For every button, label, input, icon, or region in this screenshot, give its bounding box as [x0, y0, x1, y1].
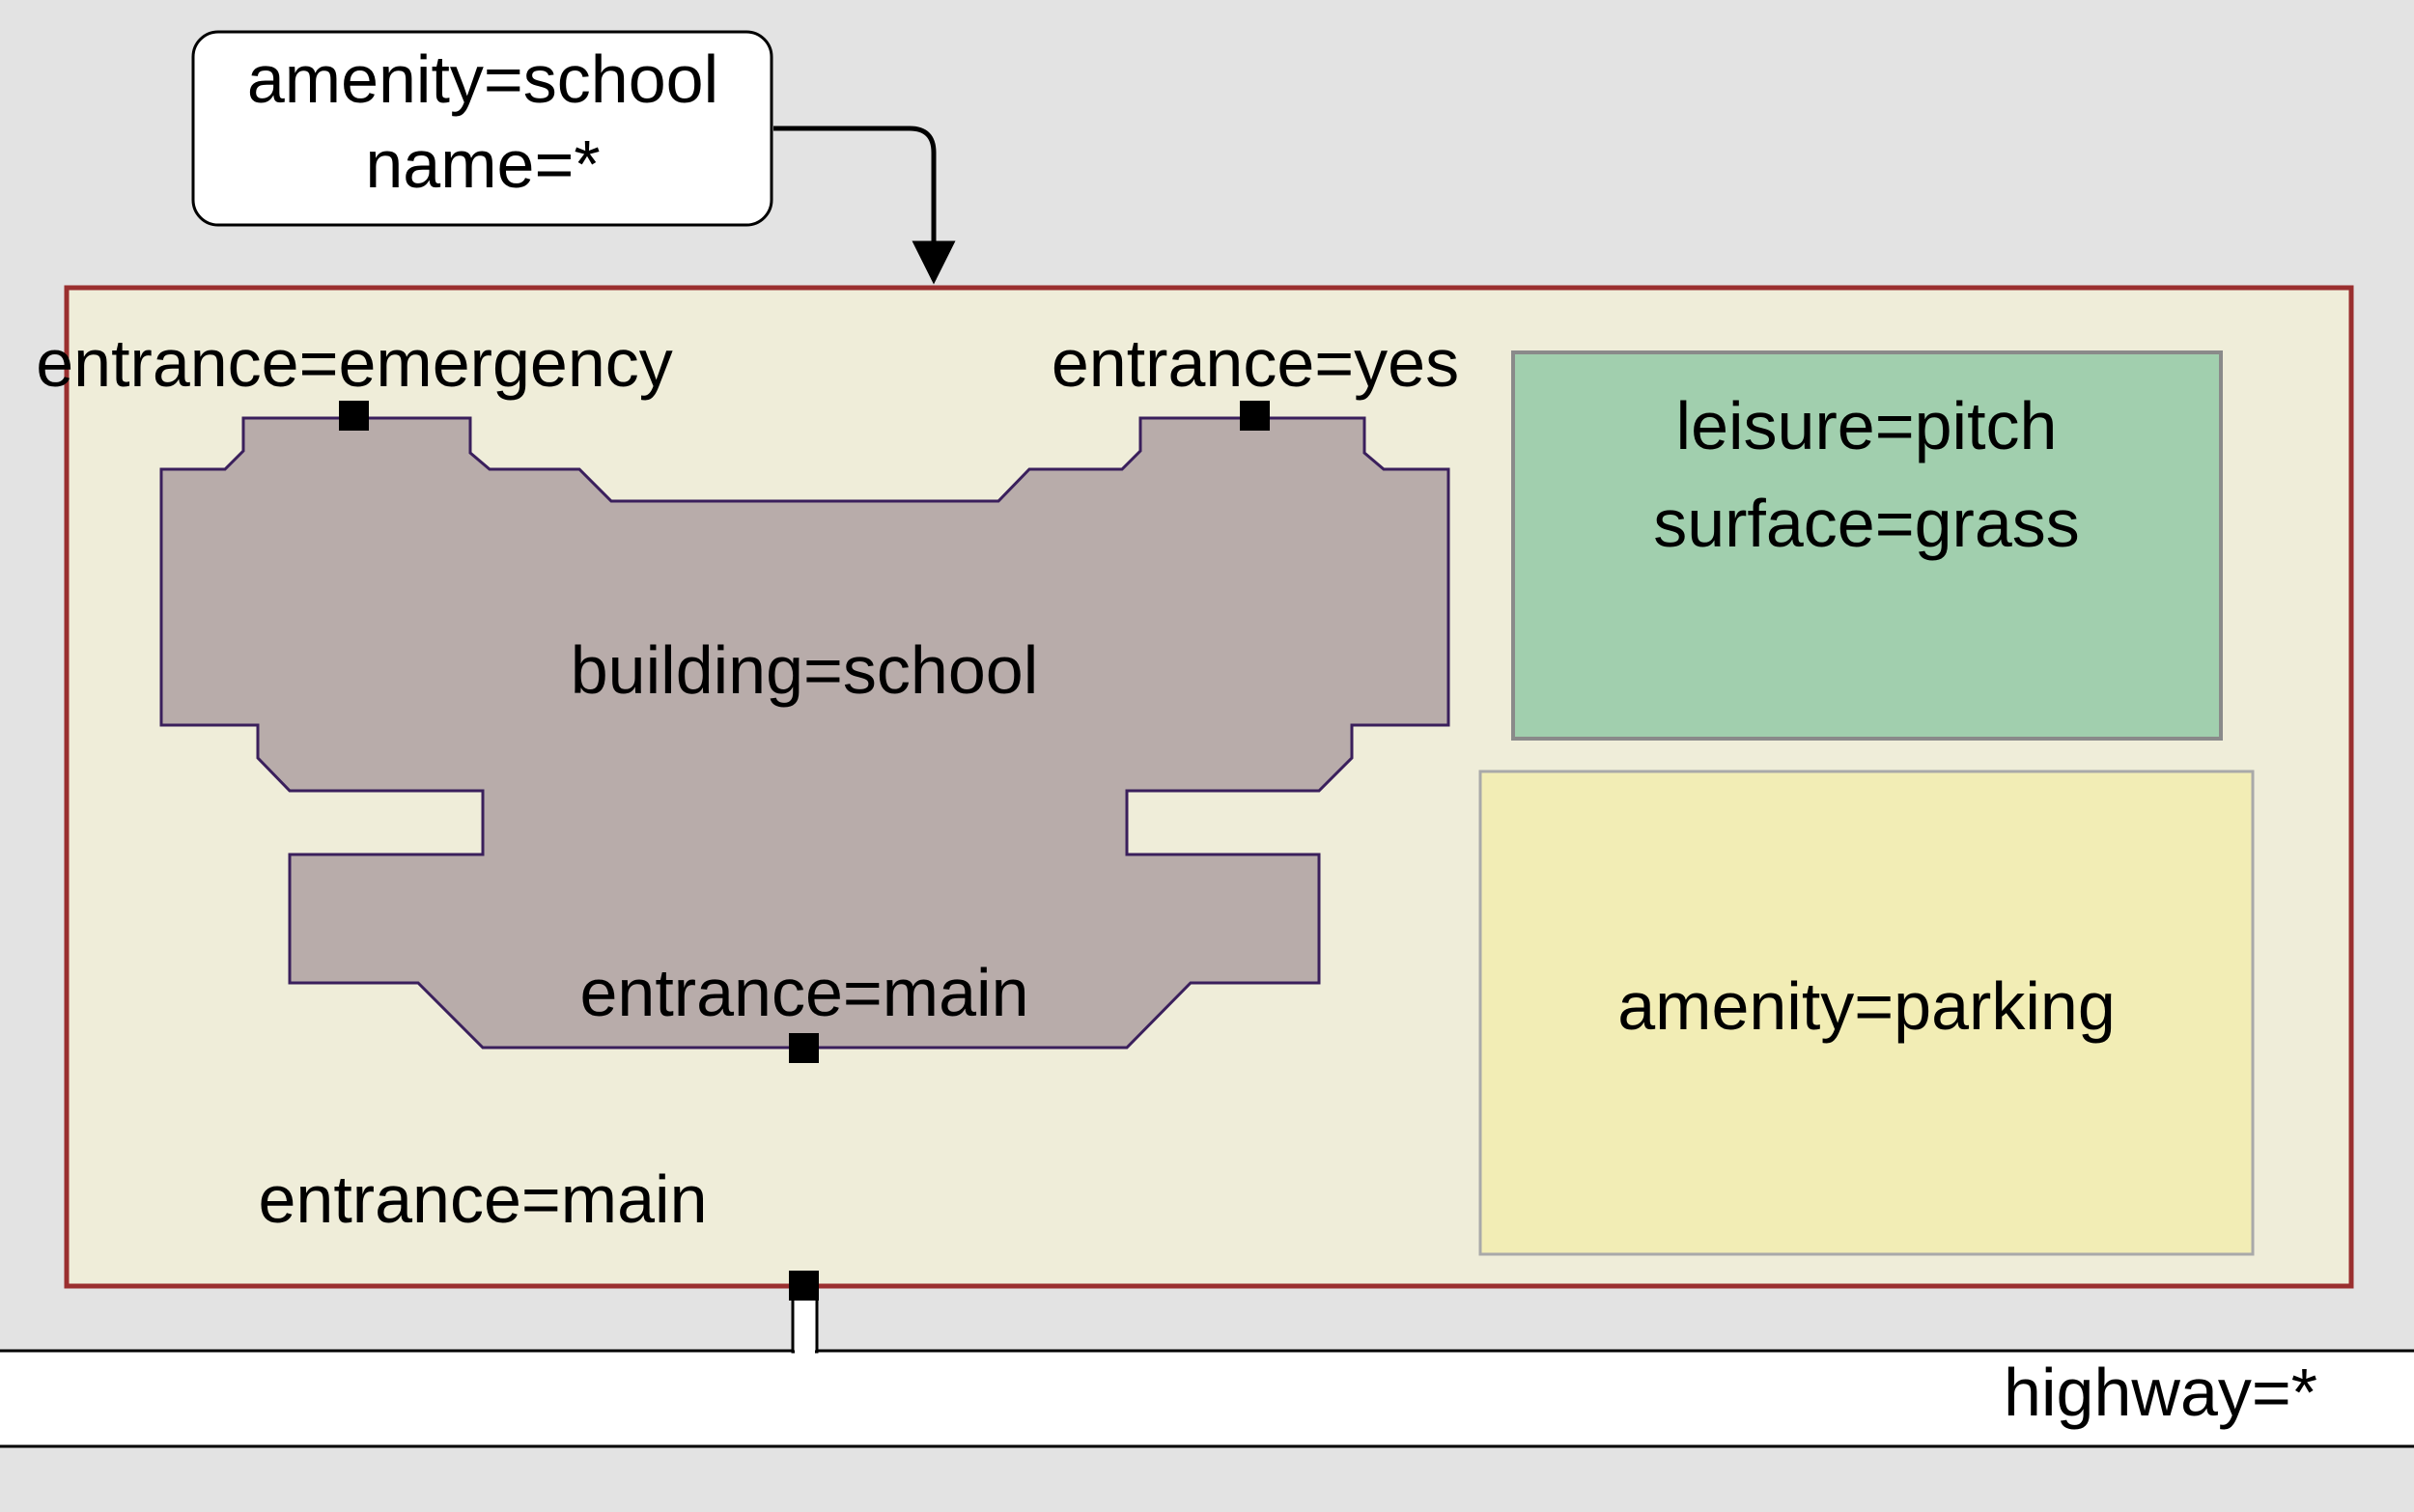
school-tag-name: name=*	[365, 126, 600, 202]
building-outline	[159, 416, 1450, 1050]
entrance-main-building-label: entrance=main	[579, 955, 1028, 1030]
callout-arrow	[773, 126, 956, 285]
entrance-yes-node	[1240, 401, 1270, 431]
footway-road-joint	[795, 1348, 815, 1356]
entrance-yes-label: entrance=yes	[1052, 325, 1459, 401]
school-tag-box	[191, 30, 773, 227]
entrance-emergency-node	[339, 401, 369, 431]
entrance-main-gate-label: entrance=main	[258, 1162, 707, 1237]
entrance-main-building-node	[789, 1033, 819, 1063]
parking-area	[1478, 770, 2255, 1256]
entrance-emergency-label: entrance=emergency	[36, 325, 673, 401]
highway-label: highway=*	[2004, 1355, 2317, 1430]
entrance-main-gate-node	[789, 1271, 819, 1301]
pitch-leisure-label: leisure=pitch	[1676, 388, 2058, 463]
school-tag-amenity: amenity=school	[247, 42, 718, 117]
pitch-area	[1511, 350, 2223, 741]
parking-label: amenity=parking	[1617, 968, 2116, 1044]
highway-road	[0, 1349, 2414, 1448]
building-label: building=school	[571, 632, 1039, 708]
pitch-surface-label: surface=grass	[1653, 486, 2080, 561]
